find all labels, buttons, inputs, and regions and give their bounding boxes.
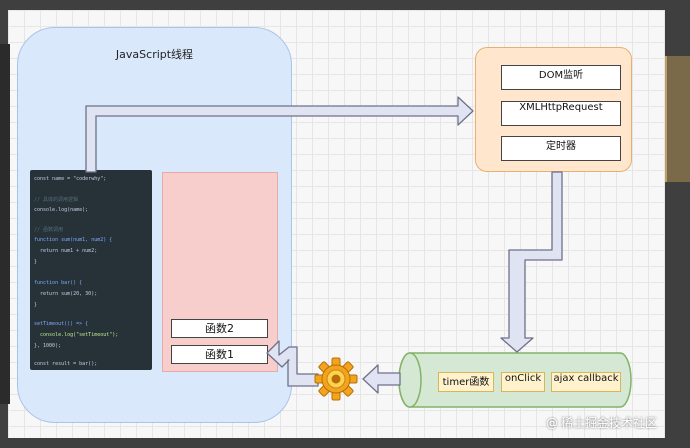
arrow-gear-to-stack bbox=[266, 340, 319, 387]
code-line: console.log("setTimeout"); bbox=[34, 332, 119, 338]
xmlhttprequest-box: XMLHttpRequest bbox=[501, 101, 621, 126]
javascript-thread-title: JavaScript线程 bbox=[115, 48, 194, 61]
code-line: }, 1000); bbox=[34, 343, 62, 349]
gear-icon bbox=[313, 356, 359, 402]
watermark: @稀土掘金技术社区 bbox=[546, 414, 657, 431]
code-line: } bbox=[34, 302, 38, 308]
call-stack-box bbox=[162, 172, 278, 372]
code-line: console.log(name); bbox=[34, 207, 89, 213]
code-line: // 函数调用 bbox=[34, 227, 64, 233]
arrow-to-web-apis bbox=[85, 96, 474, 173]
code-screenshot: const name = "coderwhy"; // 具体的调用逻辑 cons… bbox=[30, 170, 152, 370]
queue-item-ajax-callback: ajax callback bbox=[551, 372, 621, 392]
code-line: const name = "coderwhy"; bbox=[34, 176, 107, 182]
code-line: const result = bar(); bbox=[34, 361, 98, 367]
code-line: return num1 + num2; bbox=[34, 248, 98, 254]
background-window-edge bbox=[0, 44, 10, 404]
timer-box: 定时器 bbox=[501, 136, 621, 161]
code-line: return sum(20, 30); bbox=[34, 291, 98, 297]
call-stack-item-2: 函数2 bbox=[171, 319, 268, 338]
dom-listener-box: DOM监听 bbox=[501, 65, 621, 90]
call-stack-item-1: 函数1 bbox=[171, 345, 268, 364]
code-line: setTimeout(() => { bbox=[34, 321, 89, 327]
code-line: function sum(num1, num2) { bbox=[34, 237, 113, 243]
watermark-at: @ bbox=[546, 416, 558, 430]
code-line: function bar() { bbox=[34, 280, 83, 286]
background-window-edge-right bbox=[665, 56, 690, 182]
arrow-queue-to-gear bbox=[362, 364, 401, 394]
queue-item-timer: timer函数 bbox=[438, 372, 494, 392]
arrow-to-task-queue bbox=[500, 171, 563, 353]
code-line: } bbox=[34, 259, 38, 265]
watermark-text: 稀土掘金技术社区 bbox=[561, 416, 658, 430]
queue-item-onclick: onClick bbox=[501, 372, 545, 392]
code-line: // 具体的调用逻辑 bbox=[34, 197, 79, 203]
